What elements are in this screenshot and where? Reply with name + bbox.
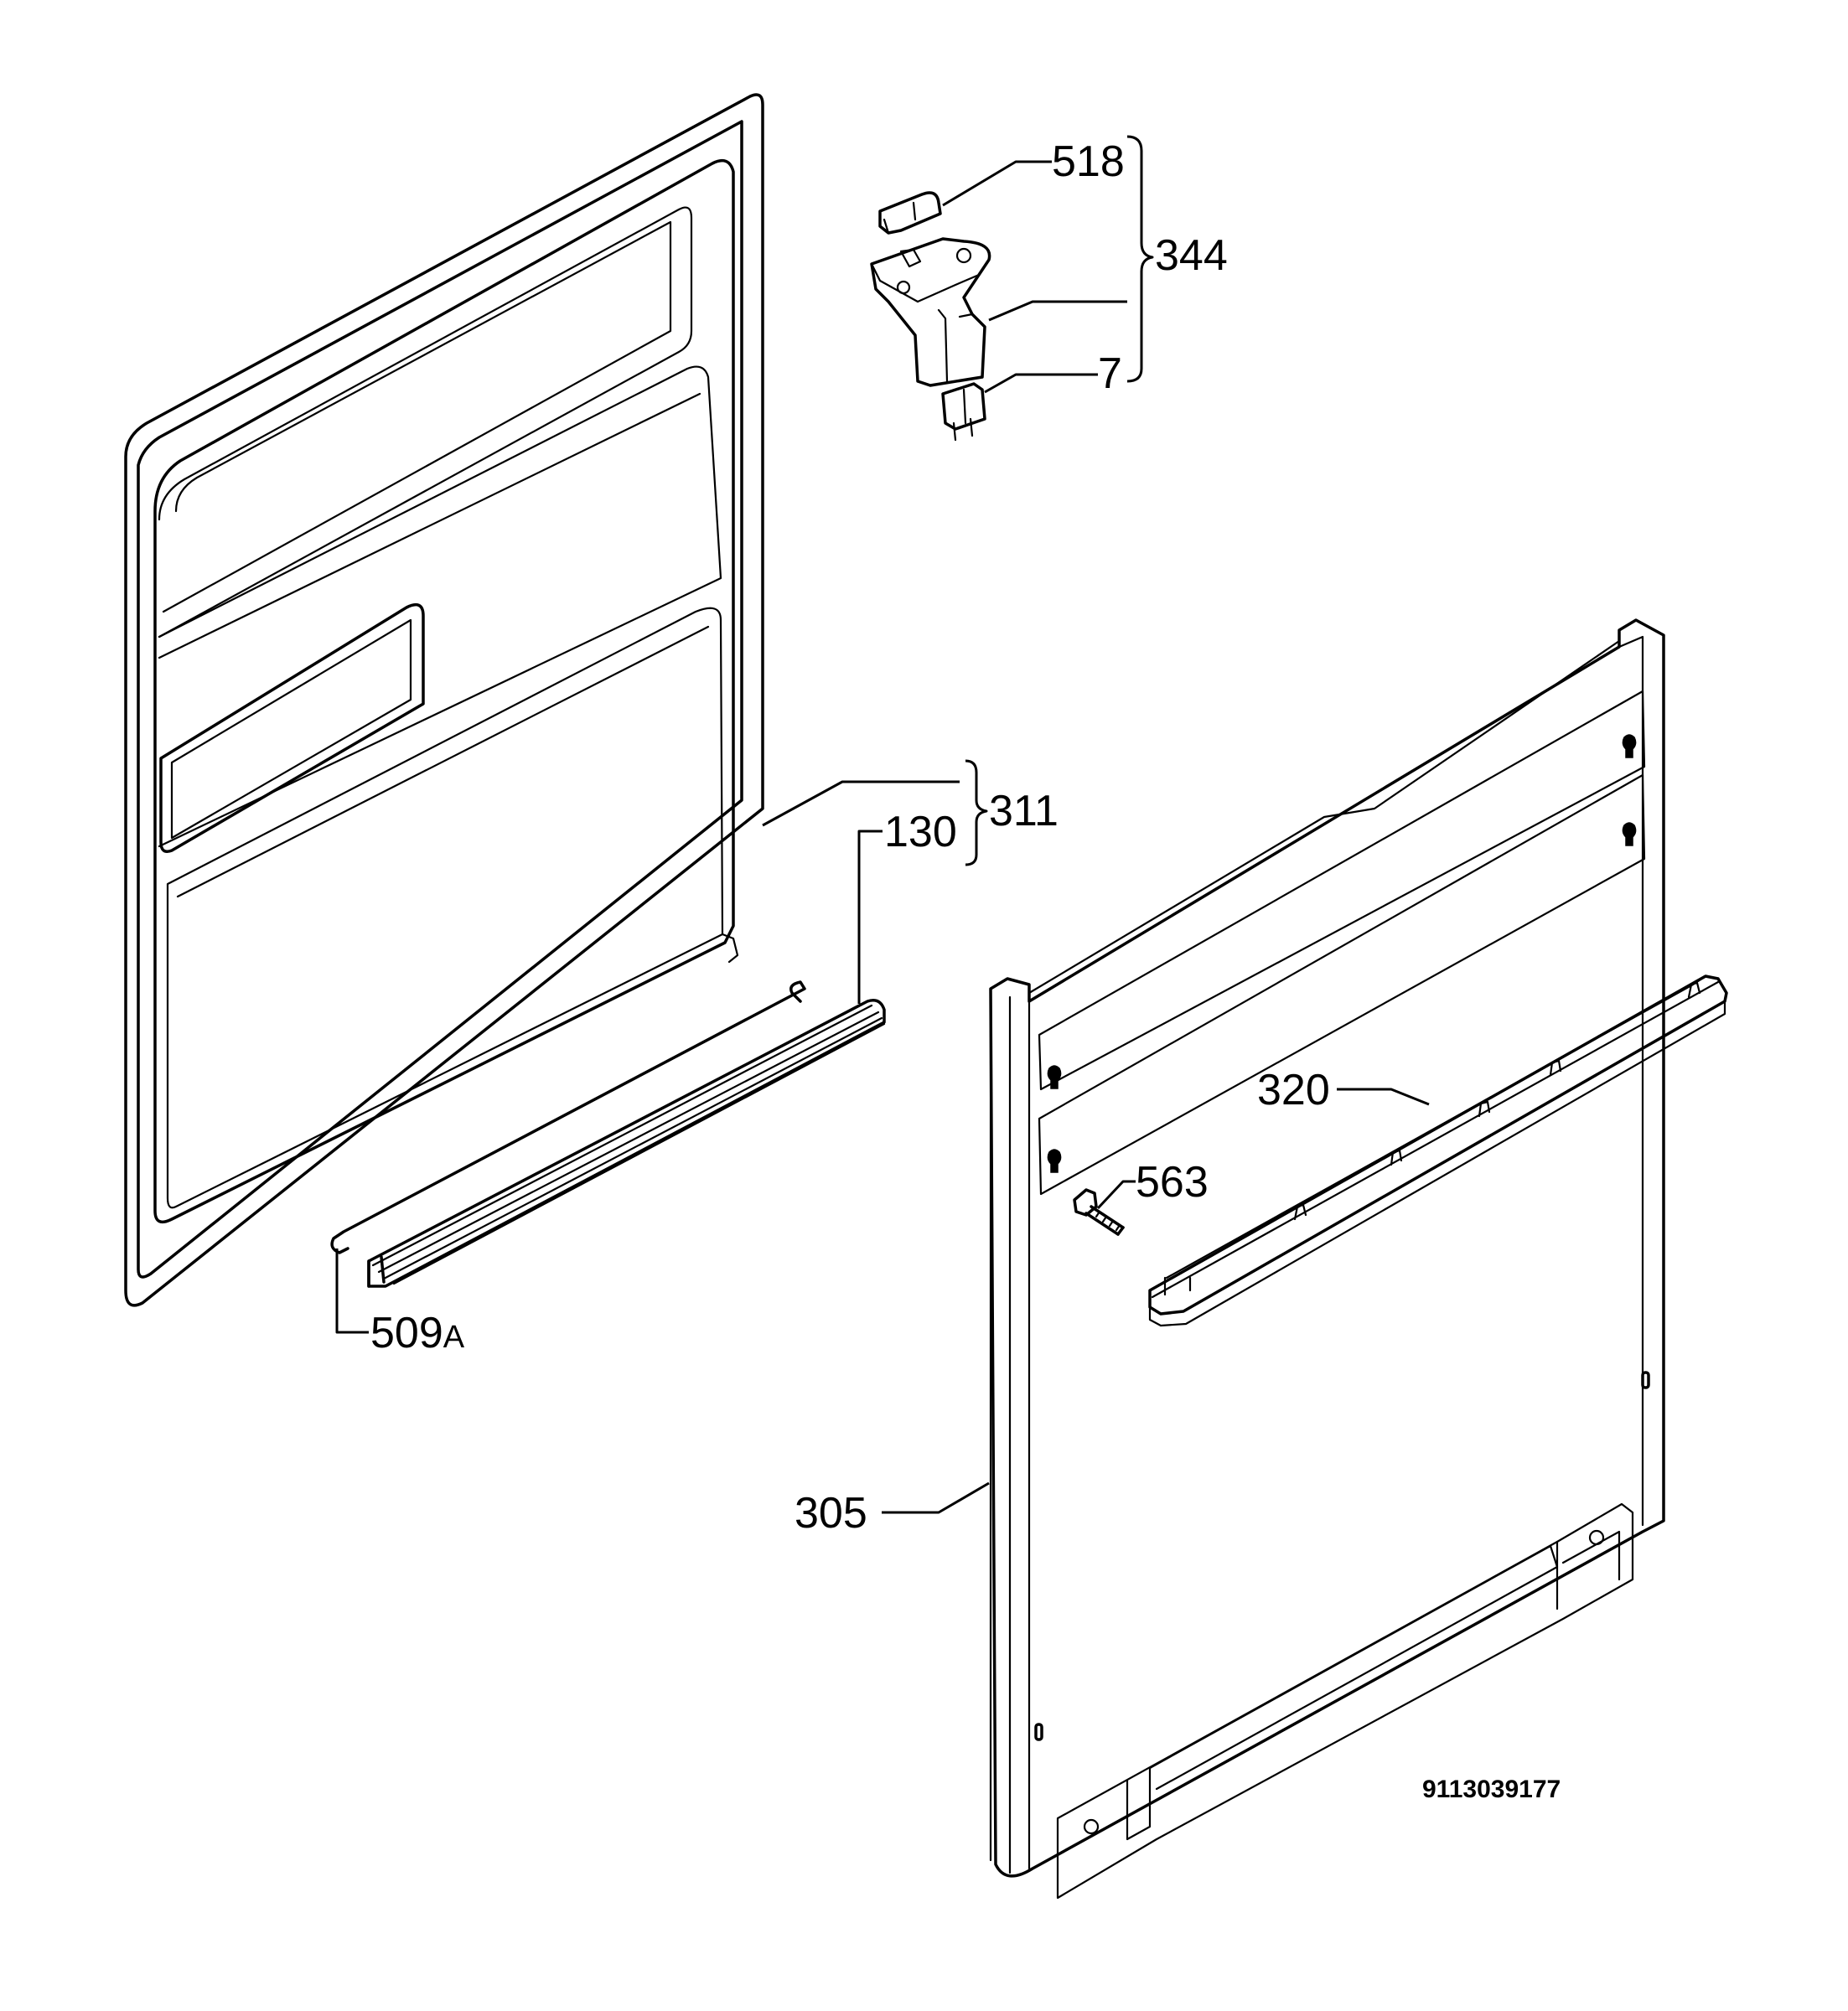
handle-strip-320 <box>1148 974 1728 1327</box>
label-7: 7 <box>1098 349 1122 398</box>
door-lock-assembly <box>870 191 991 442</box>
label-509a: 509A <box>370 1309 465 1357</box>
hook-wire-509a <box>330 980 806 1254</box>
label-311: 311 <box>989 787 1059 835</box>
inner-door-panel <box>124 93 764 1307</box>
label-305: 305 <box>795 1489 867 1538</box>
label-130: 130 <box>884 808 957 856</box>
leader-lines <box>335 135 1430 1514</box>
label-563: 563 <box>1136 1158 1209 1207</box>
part-labels: 518 344 7 311 130 320 563 509A 305 91130… <box>370 137 1561 1803</box>
label-344: 344 <box>1155 231 1228 280</box>
screw-563 <box>1073 1188 1125 1236</box>
label-518: 518 <box>1052 137 1125 186</box>
door-gasket-130 <box>367 999 886 1288</box>
drawing-number: 9113039177 <box>1422 1776 1561 1803</box>
label-320: 320 <box>1257 1066 1330 1114</box>
outer-door-panel <box>989 618 1665 1900</box>
